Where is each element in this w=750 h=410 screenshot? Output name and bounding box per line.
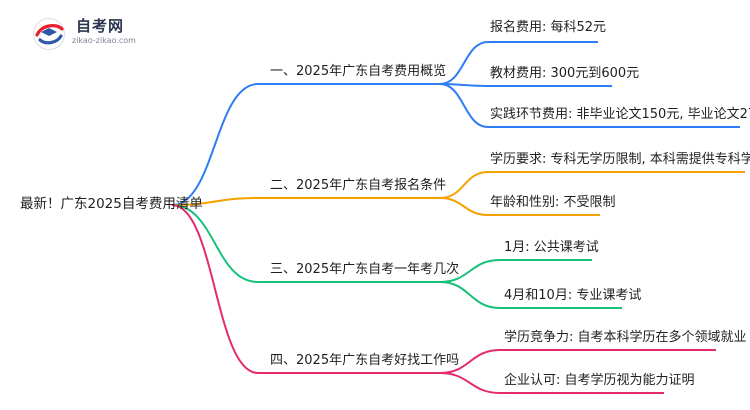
leaf-node-b1-c2[interactable]: 教材费用: 300元到600元 bbox=[490, 66, 640, 81]
leaf-node-b1-c3[interactable]: 实践环节费用: 非毕业论文150元, 毕业论文270元 bbox=[490, 107, 750, 122]
branch-node-2[interactable]: 二、2025年广东自考报名条件 bbox=[270, 178, 447, 193]
connector-root-b2 bbox=[171, 197, 259, 206]
leaf-node-b3-c1[interactable]: 1月: 公共课考试 bbox=[504, 240, 599, 255]
leaf-node-b4-c2[interactable]: 企业认可: 自考学历视为能力证明 bbox=[504, 373, 695, 388]
connector-root-b4 bbox=[171, 204, 259, 374]
graduation-cap-icon bbox=[33, 18, 65, 50]
connector-b4-c1 bbox=[439, 349, 501, 374]
connector-root-b1 bbox=[171, 83, 259, 206]
branch-node-3[interactable]: 三、2025年广东自考一年考几次 bbox=[270, 262, 460, 277]
connector-b2-c1 bbox=[439, 171, 489, 199]
leaf-node-b2-c1[interactable]: 学历要求: 专科无学历限制, 本科需提供专科学历 bbox=[490, 152, 750, 167]
logo-title: 自考网 bbox=[76, 17, 125, 35]
connector-b3-c2 bbox=[439, 281, 501, 309]
mindmap-connectors bbox=[171, 41, 745, 394]
branch-node-1[interactable]: 一、2025年广东自考费用概览 bbox=[270, 64, 447, 79]
connector-b3-c1 bbox=[439, 259, 501, 283]
connector-b2-c2 bbox=[439, 197, 489, 216]
connector-b1-c3 bbox=[439, 83, 489, 128]
branch-node-4[interactable]: 四、2025年广东自考好找工作吗 bbox=[270, 353, 460, 368]
site-logo[interactable]: 自考网 zikao-zikao.com bbox=[32, 14, 152, 54]
leaf-node-b3-c2[interactable]: 4月和10月: 专业课考试 bbox=[504, 288, 642, 303]
connector-root-b3 bbox=[171, 204, 259, 283]
logo-url: zikao-zikao.com bbox=[72, 36, 136, 45]
leaf-node-b1-c1[interactable]: 报名费用: 每科52元 bbox=[490, 20, 607, 35]
leaf-node-b2-c2[interactable]: 年龄和性别: 不受限制 bbox=[490, 195, 616, 210]
connector-b4-c2 bbox=[439, 372, 501, 394]
leaf-node-b4-c1[interactable]: 学历竞争力: 自考本科学历在多个领域就业 bbox=[504, 330, 747, 345]
root-node[interactable]: 最新！广东2025自考费用清单 bbox=[20, 196, 203, 212]
connector-b1-c1 bbox=[439, 41, 489, 85]
